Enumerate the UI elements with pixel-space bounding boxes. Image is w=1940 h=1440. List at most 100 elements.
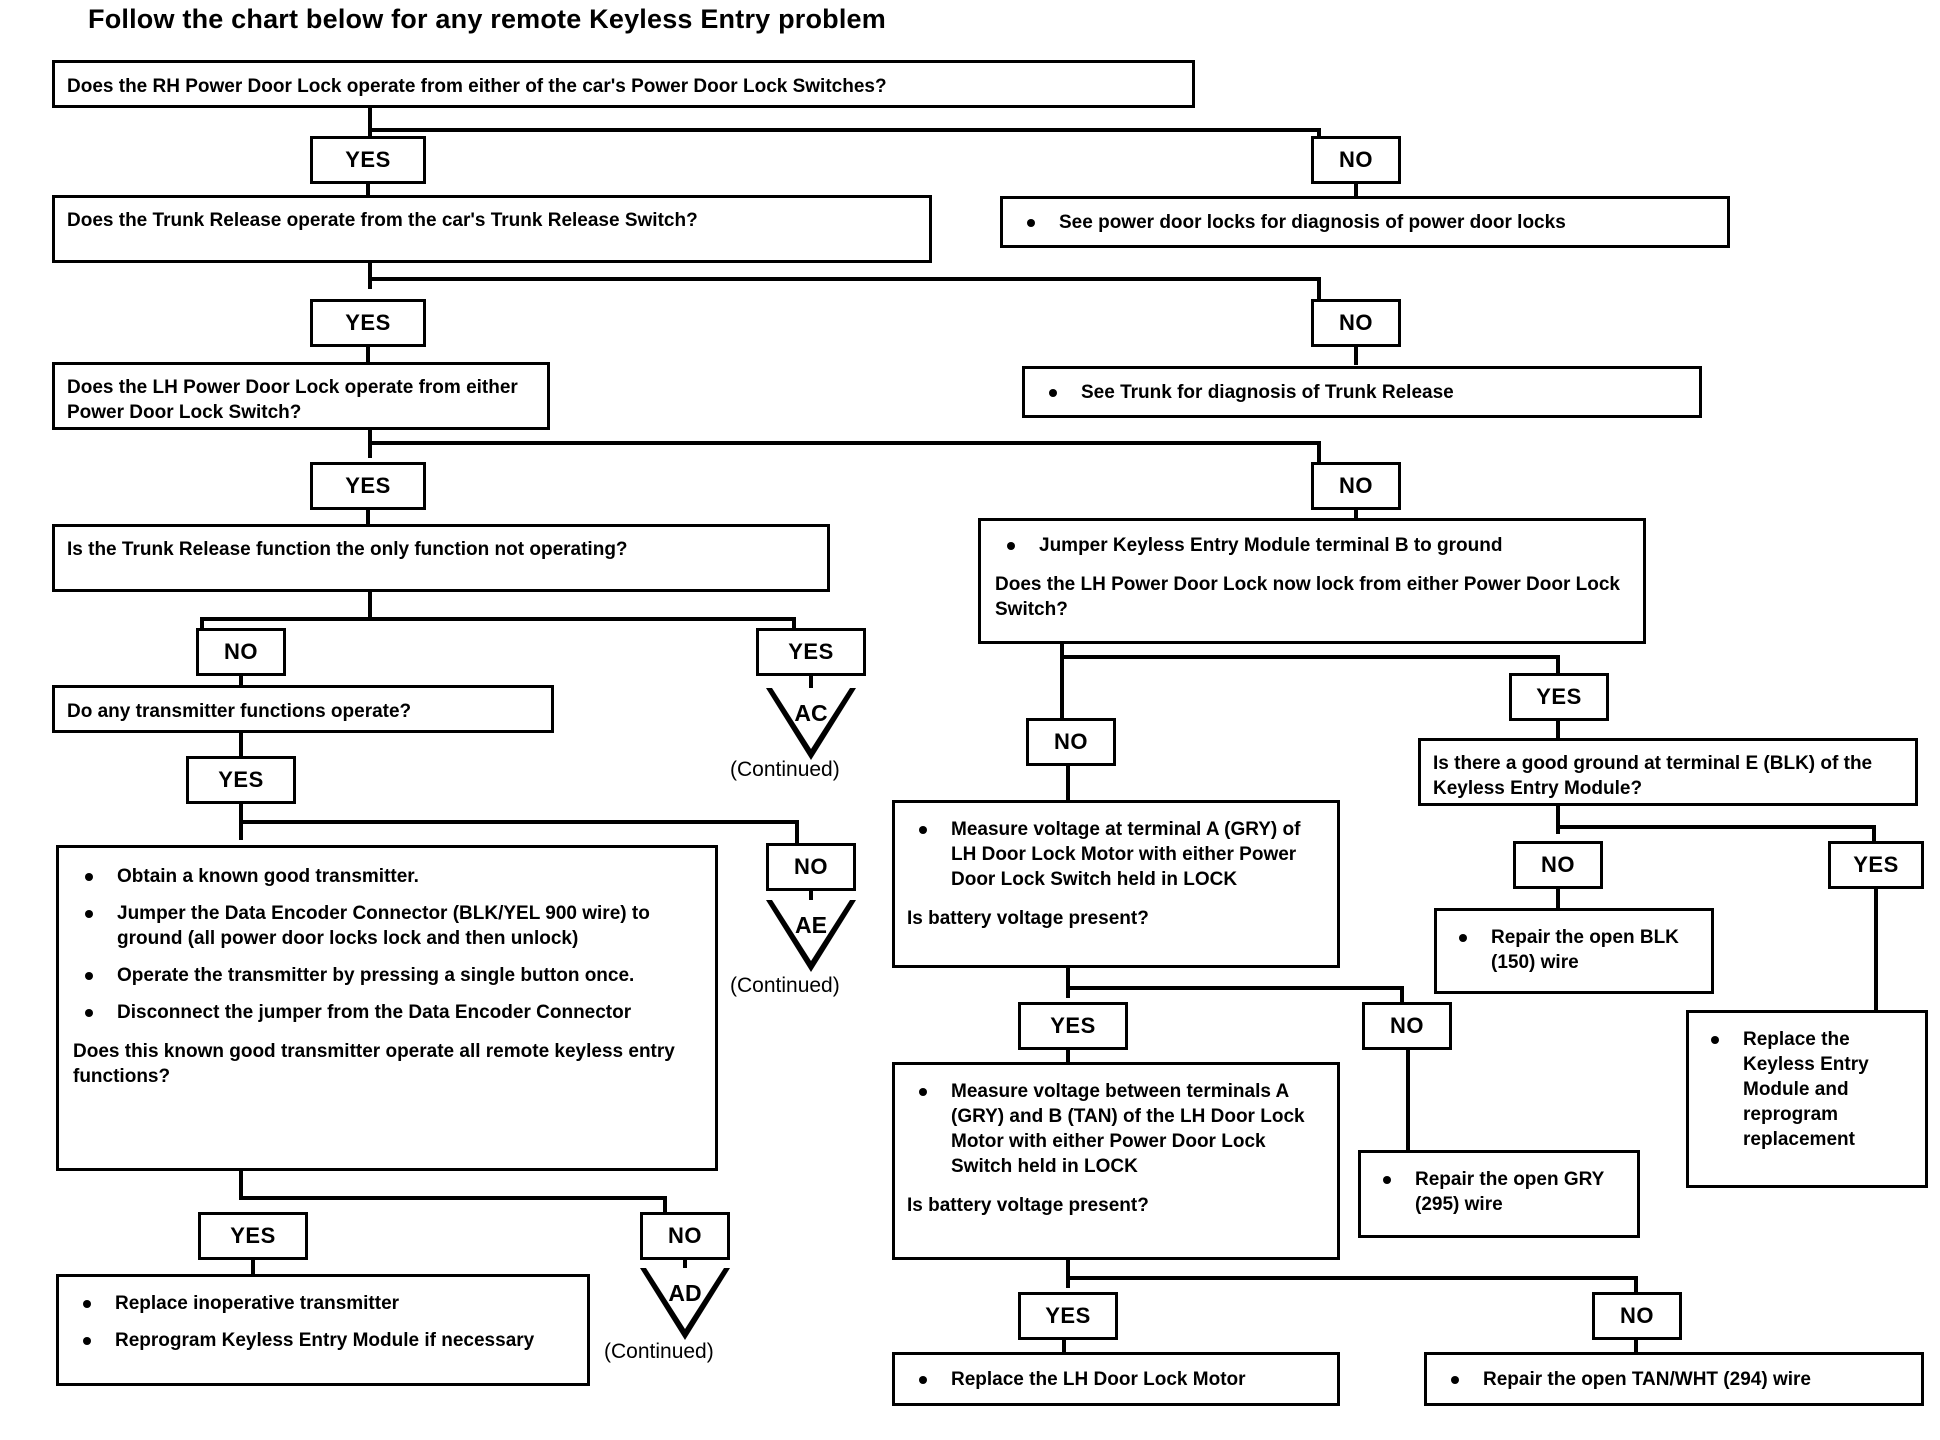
node-q-good-ground-e: Is there a good ground at terminal E (BL… bbox=[1418, 738, 1918, 806]
bullet-item: Obtain a known good transmitter. bbox=[73, 864, 701, 889]
edge-line bbox=[1406, 1050, 1410, 1152]
edge-label-no: NO bbox=[1311, 136, 1401, 184]
offpage-connector-ac-label: AC bbox=[794, 700, 828, 726]
edge-label-no: NO bbox=[640, 1212, 730, 1260]
edge-line bbox=[1062, 1340, 1066, 1354]
edge-line bbox=[368, 592, 372, 620]
edge-line bbox=[1066, 1276, 1638, 1280]
node-q-rh-lock: Does the RH Power Door Lock operate from… bbox=[52, 60, 1195, 108]
node-a-see-power-locks: See power door locks for diagnosis of po… bbox=[1000, 196, 1730, 248]
bullet-item: See Trunk for diagnosis of Trunk Release bbox=[1037, 380, 1687, 405]
edge-line bbox=[1556, 806, 1560, 834]
edge-line bbox=[1066, 766, 1070, 802]
bullet-item: Jumper the Data Encoder Connector (BLK/Y… bbox=[73, 901, 701, 951]
bullet-item: Repair the open TAN/WHT (294) wire bbox=[1439, 1367, 1909, 1392]
node-q-jumper-module: Jumper Keyless Entry Module terminal B t… bbox=[978, 518, 1646, 644]
edge-line bbox=[1634, 1340, 1638, 1354]
node-q-rh-lock-text: Does the RH Power Door Lock operate from… bbox=[67, 76, 887, 97]
edge-line bbox=[200, 617, 796, 621]
edge-line bbox=[683, 1260, 687, 1270]
bullet-item: Replace the LH Door Lock Motor bbox=[907, 1367, 1325, 1392]
node-q-measure-a-b: Measure voltage between terminals A (GRY… bbox=[892, 1062, 1340, 1260]
offpage-connector-ac-caption: (Continued) bbox=[730, 758, 840, 781]
offpage-connector-ad-label: AD bbox=[668, 1280, 702, 1306]
node-q-any-transmitter: Do any transmitter functions operate? bbox=[52, 685, 554, 733]
edge-line bbox=[809, 891, 813, 903]
edge-label-no: NO bbox=[1026, 718, 1116, 766]
edge-line bbox=[1400, 986, 1404, 1002]
node-a-replace-transmitter: Replace inoperative transmitter Reprogra… bbox=[56, 1274, 590, 1386]
edge-line bbox=[1556, 655, 1560, 675]
offpage-connector-ae-caption: (Continued) bbox=[730, 974, 840, 997]
edge-label-yes: YES bbox=[1018, 1002, 1128, 1050]
edge-label-no: NO bbox=[1311, 299, 1401, 347]
edge-line bbox=[368, 263, 372, 289]
edge-line bbox=[1317, 441, 1321, 462]
offpage-connector-ad-caption: (Continued) bbox=[604, 1340, 714, 1363]
edge-line bbox=[1872, 825, 1876, 841]
edge-line bbox=[239, 1196, 667, 1200]
edge-line bbox=[1060, 680, 1064, 720]
edge-line bbox=[1317, 277, 1321, 299]
edge-line bbox=[200, 617, 204, 635]
bullet-item: Repair the open GRY (295) wire bbox=[1371, 1167, 1627, 1217]
edge-line bbox=[809, 676, 813, 690]
edge-line bbox=[239, 820, 799, 824]
edge-line bbox=[368, 441, 1321, 445]
edge-line bbox=[1060, 655, 1560, 659]
edge-label-yes: YES bbox=[1828, 841, 1924, 889]
bullet-item: Replace the Keyless Entry Module and rep… bbox=[1699, 1027, 1915, 1152]
edge-label-no: NO bbox=[1513, 841, 1603, 889]
edge-line bbox=[251, 1260, 255, 1274]
edge-label-yes: YES bbox=[310, 462, 426, 510]
edge-line bbox=[792, 617, 796, 635]
edge-line bbox=[366, 510, 370, 528]
edge-line bbox=[368, 128, 1321, 132]
node-q-any-transmitter-text: Do any transmitter functions operate? bbox=[67, 701, 412, 722]
node-a-replace-lh-motor: Replace the LH Door Lock Motor bbox=[892, 1352, 1340, 1406]
edge-line bbox=[1066, 986, 1404, 990]
bullet-item: Measure voltage at terminal A (GRY) of L… bbox=[907, 817, 1325, 892]
edge-line bbox=[1066, 1260, 1070, 1288]
edge-label-no: NO bbox=[766, 843, 856, 891]
edge-line bbox=[1066, 1050, 1070, 1066]
edge-line bbox=[663, 1196, 667, 1212]
edge-line bbox=[368, 277, 1321, 281]
edge-line bbox=[1556, 825, 1876, 829]
node-q-lh-lock-text: Does the LH Power Door Lock operate from… bbox=[67, 377, 518, 424]
edge-line bbox=[366, 347, 370, 367]
page-title: Follow the chart below for any remote Ke… bbox=[88, 4, 886, 34]
bullet-item: Replace inoperative transmitter bbox=[71, 1291, 575, 1316]
bullet-item: Repair the open BLK (150) wire bbox=[1447, 925, 1701, 975]
bullet-item: See power door locks for diagnosis of po… bbox=[1015, 210, 1715, 235]
edge-line bbox=[795, 820, 799, 844]
edge-line bbox=[368, 108, 372, 136]
edge-label-yes: YES bbox=[310, 136, 426, 184]
edge-line bbox=[1556, 721, 1560, 741]
edge-line bbox=[239, 1171, 243, 1199]
node-q-trunk-only-text: Is the Trunk Release function the only f… bbox=[67, 539, 628, 560]
node-a-repair-blk: Repair the open BLK (150) wire bbox=[1434, 908, 1714, 994]
node-q-good-transmitter: Obtain a known good transmitter. Jumper … bbox=[56, 845, 718, 1171]
edge-line bbox=[1317, 128, 1321, 140]
node-q-jumper-module-question: Does the LH Power Door Lock now lock fro… bbox=[995, 574, 1620, 621]
edge-label-yes: YES bbox=[186, 756, 296, 804]
edge-label-no: NO bbox=[1362, 1002, 1452, 1050]
edge-label-no: NO bbox=[1592, 1292, 1682, 1340]
node-q-trunk-release: Does the Trunk Release operate from the … bbox=[52, 195, 932, 263]
bullet-item: Jumper Keyless Entry Module terminal B t… bbox=[995, 533, 1629, 558]
offpage-connector-ae-label: AE bbox=[795, 912, 827, 938]
edge-line bbox=[1354, 184, 1358, 200]
node-q-measure-a-b-question: Is battery voltage present? bbox=[907, 1195, 1149, 1217]
node-q-measure-term-a-question: Is battery voltage present? bbox=[907, 908, 1149, 930]
node-q-trunk-only: Is the Trunk Release function the only f… bbox=[52, 524, 830, 592]
edge-label-yes: YES bbox=[1018, 1292, 1118, 1340]
edge-line bbox=[1634, 1276, 1638, 1292]
bullet-item: Disconnect the jumper from the Data Enco… bbox=[73, 1000, 701, 1025]
edge-label-yes: YES bbox=[198, 1212, 308, 1260]
edge-label-yes: YES bbox=[310, 299, 426, 347]
node-q-good-transmitter-question: Does this known good transmitter operate… bbox=[73, 1041, 675, 1088]
bullet-item: Measure voltage between terminals A (GRY… bbox=[907, 1079, 1325, 1179]
node-q-trunk-release-text: Does the Trunk Release operate from the … bbox=[67, 210, 698, 231]
